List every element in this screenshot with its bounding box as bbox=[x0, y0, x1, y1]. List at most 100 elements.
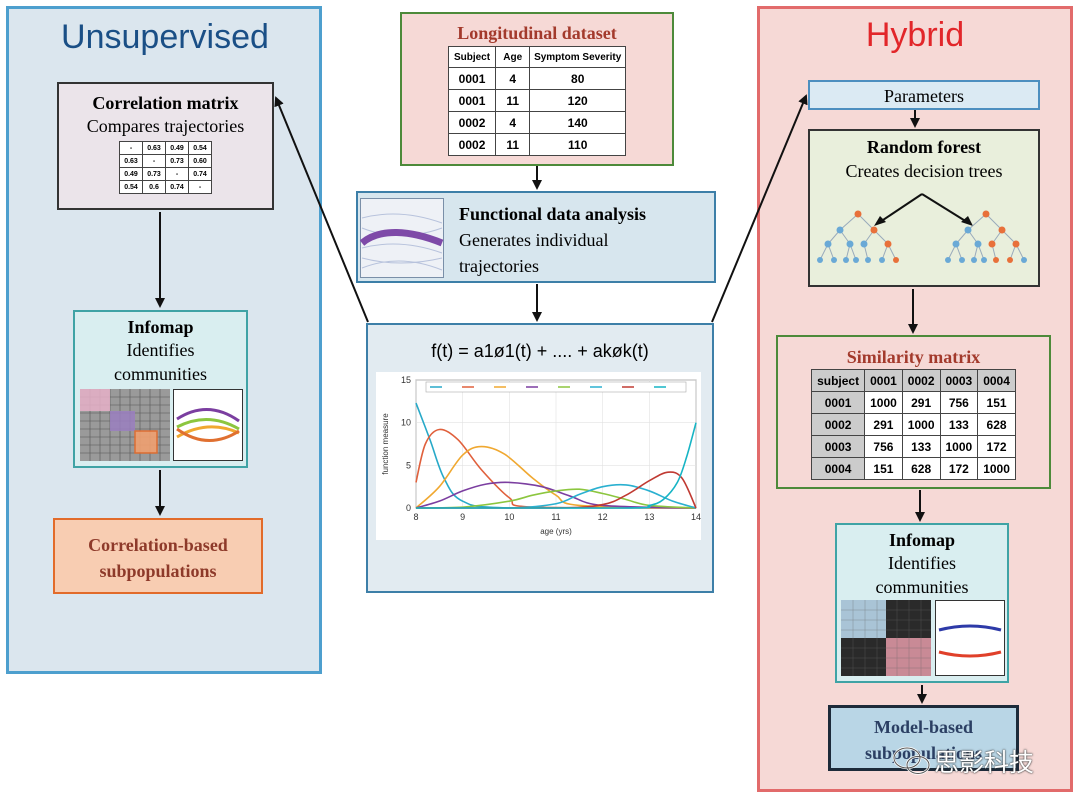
x-tick-label: 13 bbox=[644, 512, 654, 522]
infomap-left-line1: Identifies bbox=[126, 340, 195, 360]
table-cell: 0002 bbox=[447, 133, 497, 156]
table-cell: 0.63 bbox=[119, 154, 143, 168]
table-cell: 0.54 bbox=[188, 141, 212, 155]
table-cell: 11 bbox=[495, 133, 531, 156]
table-cell: 291 bbox=[901, 391, 941, 414]
infomap-right-title: Infomap bbox=[888, 530, 955, 550]
correlation-subpopulations-line2: subpopulations bbox=[99, 561, 217, 581]
table-cell: 1000 bbox=[864, 391, 903, 414]
table-cell: 0003 bbox=[811, 435, 866, 458]
community-matrix-image-right bbox=[841, 600, 931, 676]
y-axis-label: function measure bbox=[381, 413, 390, 475]
series-line bbox=[415, 445, 697, 509]
table-cell: 756 bbox=[939, 391, 979, 414]
table-cell: 628 bbox=[901, 457, 941, 480]
trajectories-thumbnail bbox=[360, 198, 444, 278]
table-cell: 4 bbox=[495, 67, 531, 90]
table-cell: 0.6 bbox=[142, 180, 166, 194]
parameters-label: Parameters bbox=[884, 86, 964, 106]
table-cell: - bbox=[142, 154, 166, 168]
table-cell: 110 bbox=[529, 133, 627, 156]
x-tick-label: 9 bbox=[460, 512, 465, 522]
community-trajectories-image-left bbox=[173, 389, 243, 461]
table-cell: 4 bbox=[495, 111, 531, 134]
hybrid-title: Hybrid bbox=[865, 16, 965, 54]
basis-formula: f(t) = a1ø1(t) + .... + akøk(t) bbox=[431, 341, 649, 361]
community-matrix-image-left bbox=[80, 389, 170, 461]
table-cell: 0.54 bbox=[119, 180, 143, 194]
table-cell: 172 bbox=[939, 457, 979, 480]
fda-title: Functional data analysis bbox=[459, 204, 647, 224]
correlation-subpopulations-box: Correlation-based subpopulations bbox=[53, 518, 263, 594]
table-cell: 151 bbox=[977, 391, 1016, 414]
functional-data-analysis-text: Functional data analysis Generates indiv… bbox=[459, 201, 714, 279]
x-tick-label: 8 bbox=[413, 512, 418, 522]
table-cell: 133 bbox=[939, 413, 979, 436]
table-header-cell: Age bbox=[495, 46, 531, 68]
wechat-icon bbox=[892, 746, 931, 775]
table-cell: 151 bbox=[864, 457, 903, 480]
table-cell: 0001 bbox=[447, 67, 497, 90]
table-cell: 0002 bbox=[447, 111, 497, 134]
longitudinal-dataset-title: Longitudinal dataset bbox=[457, 23, 617, 43]
watermark-text: 思影科技 bbox=[934, 748, 1035, 777]
fda-line2: trajectories bbox=[459, 256, 539, 276]
table-cell: 120 bbox=[529, 89, 627, 112]
unsupervised-title: Unsupervised bbox=[61, 18, 269, 56]
table-cell: 756 bbox=[864, 435, 903, 458]
table-header-cell: subject bbox=[811, 369, 866, 392]
decision-trees-image bbox=[817, 193, 1027, 263]
table-cell: - bbox=[119, 141, 143, 155]
model-based-line1: Model-based bbox=[874, 717, 973, 737]
infomap-right-line2: communities bbox=[875, 577, 969, 597]
watermark: 思影科技 bbox=[892, 743, 1052, 779]
table-cell: 0.74 bbox=[188, 167, 212, 181]
y-tick-label: 0 bbox=[406, 503, 411, 513]
table-cell: 0.73 bbox=[165, 154, 189, 168]
table-cell: 1000 bbox=[977, 457, 1016, 480]
x-axis-label: age (yrs) bbox=[540, 527, 572, 536]
table-cell: 140 bbox=[529, 111, 627, 134]
x-tick-label: 10 bbox=[504, 512, 514, 522]
community-trajectories-image-right bbox=[935, 600, 1005, 676]
table-header-cell: 0002 bbox=[901, 369, 941, 392]
correlation-subpopulations-line1: Correlation-based bbox=[88, 535, 228, 555]
table-cell: 1000 bbox=[939, 435, 979, 458]
table-cell: - bbox=[188, 180, 212, 194]
table-cell: 628 bbox=[977, 413, 1016, 436]
table-cell: - bbox=[165, 167, 189, 181]
y-tick-label: 10 bbox=[401, 418, 411, 428]
parameters-box: Parameters bbox=[808, 80, 1040, 110]
infomap-left-line2: communities bbox=[114, 364, 207, 384]
table-cell: 172 bbox=[977, 435, 1016, 458]
table-header-cell: Symptom Severity bbox=[529, 46, 627, 68]
correlation-matrix-subtitle: Compares trajectories bbox=[86, 116, 245, 136]
fda-line1: Generates individual bbox=[459, 230, 609, 250]
table-cell: 0.60 bbox=[188, 154, 212, 168]
table-cell: 1000 bbox=[901, 413, 941, 436]
table-cell: 0.49 bbox=[119, 167, 143, 181]
correlation-matrix-title: Correlation matrix bbox=[92, 93, 239, 113]
infomap-right-line1: Identifies bbox=[888, 553, 956, 573]
table-cell: 0.74 bbox=[165, 180, 189, 194]
random-forest-title: Random forest bbox=[866, 137, 982, 157]
legend-box bbox=[425, 381, 687, 393]
table-header-cell: 0004 bbox=[977, 369, 1016, 392]
